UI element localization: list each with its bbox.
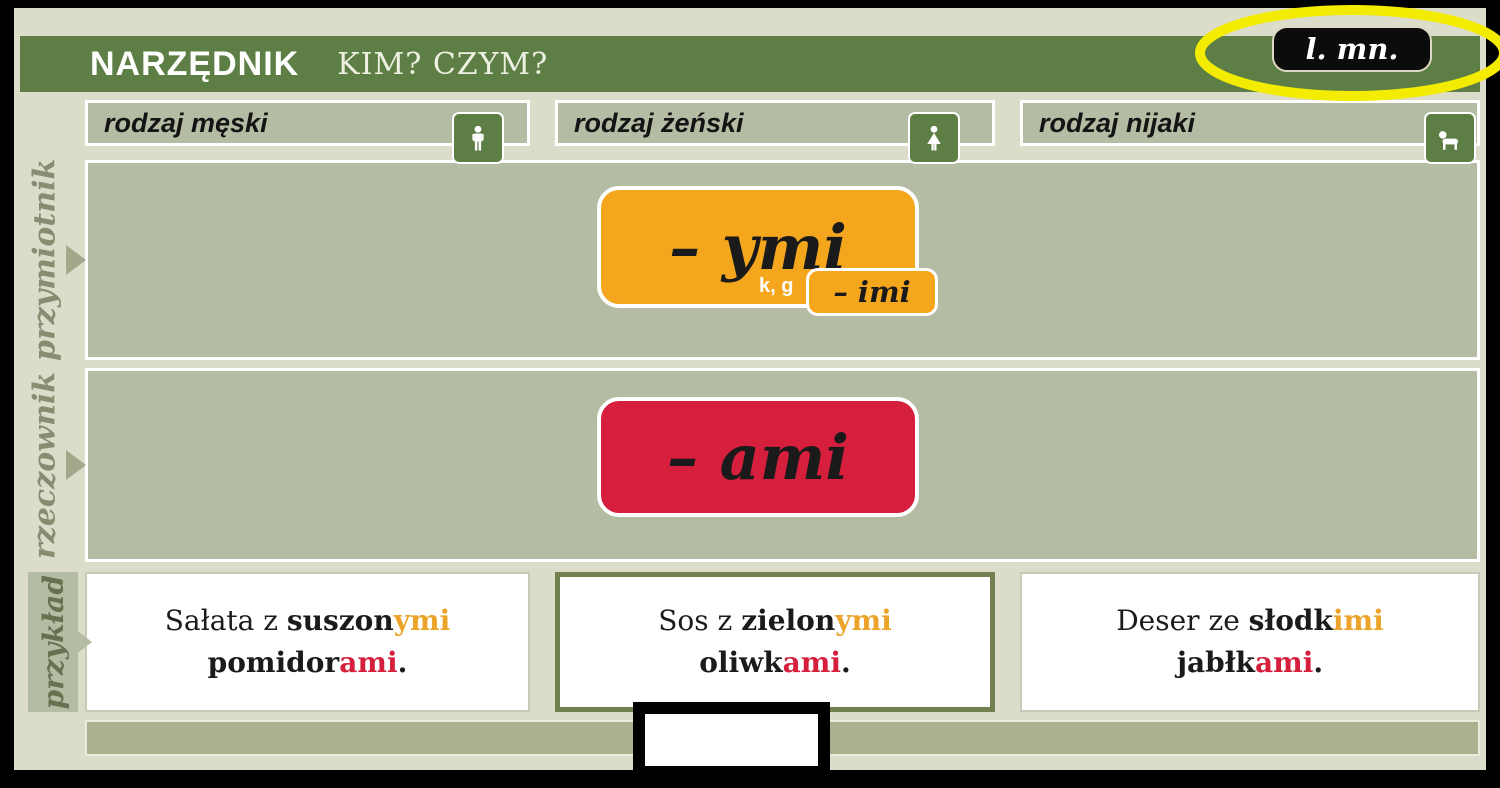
adjective-exception-ending-box: – imi xyxy=(806,268,938,316)
example-line-2: oliwkami. xyxy=(560,644,990,682)
adjective-exception-ending: – imi xyxy=(833,275,911,309)
example-line-1: Deser ze słodkimi xyxy=(1022,602,1478,640)
column-header-neuter: rodzaj nijaki xyxy=(1020,100,1480,146)
arrow-right-icon xyxy=(66,245,86,275)
example-stem: jabłk xyxy=(1176,646,1255,679)
example-adjective-ending: ymi xyxy=(835,604,892,637)
exception-letters: k, g xyxy=(759,275,794,297)
noun-ending-box: – ami xyxy=(597,397,919,517)
example-adjective-ending: ymi xyxy=(393,604,451,637)
case-questions: KIM? CZYM? xyxy=(337,46,549,82)
example-stem: pomidor xyxy=(207,646,340,679)
column-label-feminine: rodzaj żeński xyxy=(574,107,744,138)
example-line-1: Sałata z suszonymi xyxy=(87,602,528,640)
example-stem: zielon xyxy=(741,604,836,637)
plural-badge-label: l. mn. xyxy=(1305,32,1399,66)
example-period: . xyxy=(841,646,851,679)
answer-box-annotation[interactable] xyxy=(633,702,830,778)
example-noun-ending: ami xyxy=(782,646,842,679)
example-line-2: pomidorami. xyxy=(87,644,528,682)
example-text: Sałata z xyxy=(164,604,287,637)
example-noun-ending: ami xyxy=(1254,646,1314,679)
example-line-1: Sos z zielonymi xyxy=(560,602,990,640)
example-period: . xyxy=(1313,646,1324,679)
example-text: Deser ze xyxy=(1116,604,1249,637)
arrow-right-icon xyxy=(72,627,92,657)
row-label-example-tab: przykład xyxy=(28,572,78,712)
baby-icon xyxy=(1424,112,1476,164)
example-stem: słodk xyxy=(1248,604,1333,637)
example-card-feminine: Sos z zielonymi oliwkami. xyxy=(555,572,995,712)
noun-ending: – ami xyxy=(667,420,849,494)
column-label-neuter: rodzaj nijaki xyxy=(1039,107,1196,138)
man-icon xyxy=(452,112,504,164)
example-line-2: jabłkami. xyxy=(1022,644,1478,682)
example-adjective-ending: imi xyxy=(1332,604,1384,637)
arrow-right-icon xyxy=(66,450,86,480)
row-label-adjective: przymiotnik xyxy=(27,158,63,362)
plural-badge: l. mn. xyxy=(1272,26,1432,72)
example-text: Sos z xyxy=(658,604,742,637)
example-stem: oliwk xyxy=(699,646,783,679)
woman-icon xyxy=(908,112,960,164)
example-card-neuter: Deser ze słodkimi jabłkami. xyxy=(1020,572,1480,712)
example-noun-ending: ami xyxy=(339,646,398,679)
column-label-masculine: rodzaj męski xyxy=(104,107,268,138)
example-card-masculine: Sałata z suszonymi pomidorami. xyxy=(85,572,530,712)
example-stem: suszon xyxy=(286,604,394,637)
page-title: NARZĘDNIK xyxy=(90,44,300,83)
row-label-noun: rzeczownik xyxy=(27,371,63,559)
example-period: . xyxy=(397,646,408,679)
header-bar: NARZĘDNIK KIM? CZYM? xyxy=(20,36,1480,92)
row-label-example: przykład xyxy=(36,574,70,710)
